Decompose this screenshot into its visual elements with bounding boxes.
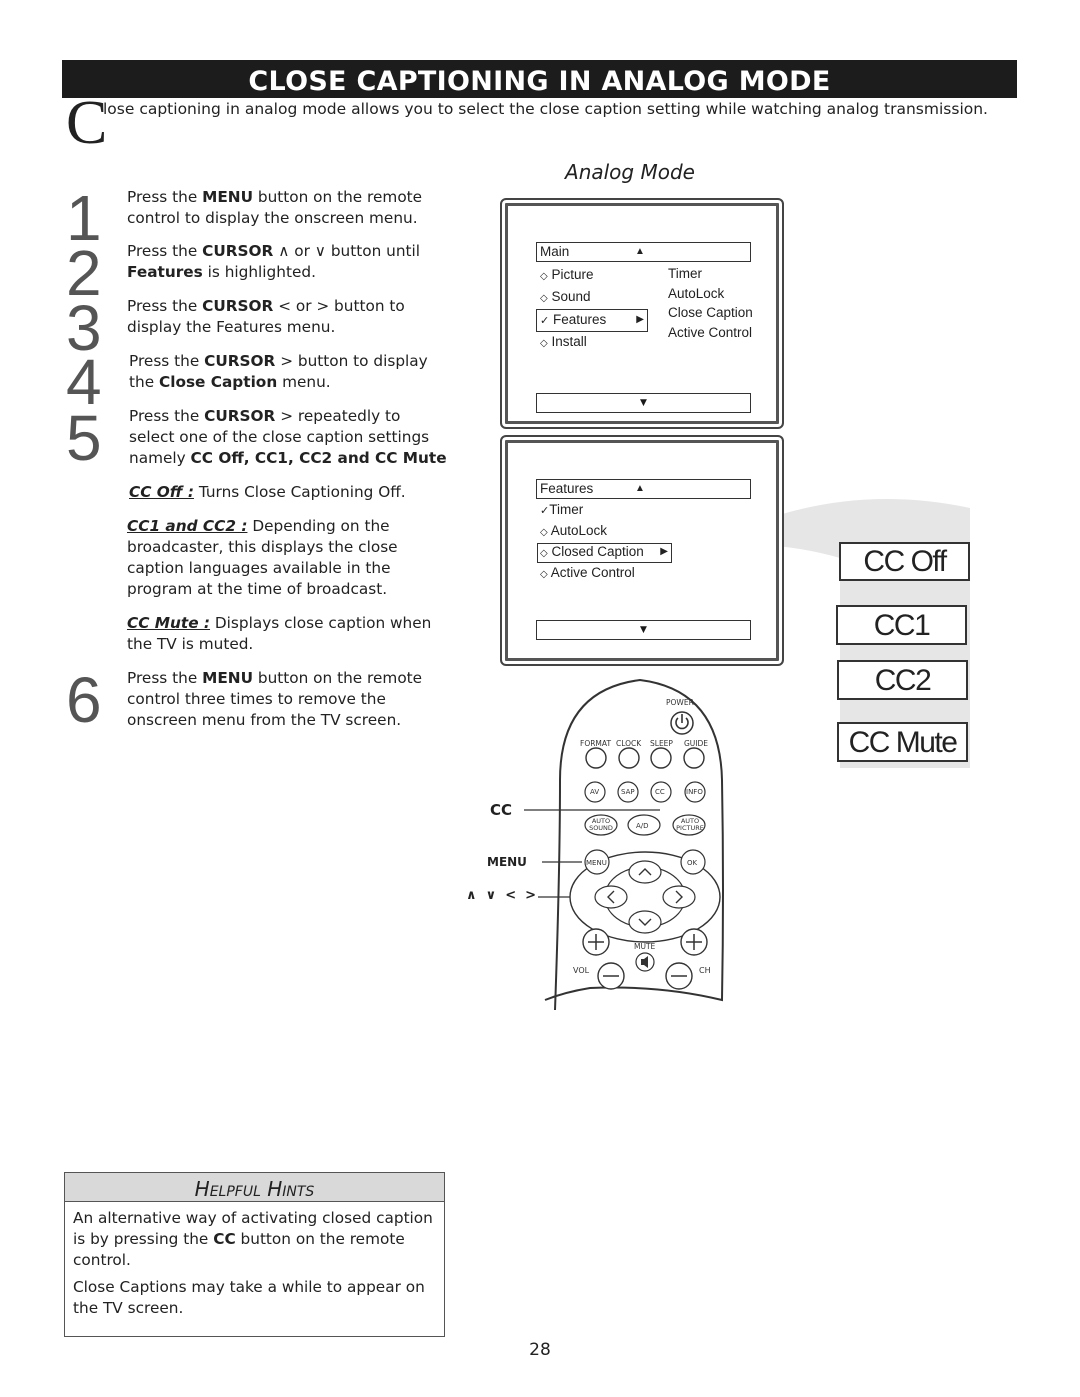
features-submenu-list: Timer AutoLock Close Caption Active Cont… — [668, 264, 778, 342]
remote-menu-button: MENU — [586, 859, 607, 867]
tv-screen-features-menu: Features ▲ ✓Timer ◇ AutoLock ◇ Closed Ca… — [500, 435, 784, 666]
step-number-5: 5 — [66, 402, 102, 474]
menu-footer-down: ▼ — [536, 620, 751, 640]
up-arrow-icon: ▲ — [635, 246, 645, 257]
up-arrow-icon: ▲ — [635, 483, 645, 494]
step-text-4: Press the CURSOR > button to display the… — [129, 352, 428, 391]
menu-item-features-highlighted: ✓ Features▶ — [536, 309, 648, 332]
step-number-2: 2 — [66, 237, 102, 309]
remote-sleep-label: SLEEP — [650, 739, 673, 748]
step-number-3: 3 — [66, 292, 102, 364]
remote-mute-label: MUTE — [634, 942, 656, 951]
cc-mute-description: CC Mute : Displays close caption when th… — [127, 614, 432, 653]
cc1-option: CC1 — [836, 605, 967, 645]
features-menu-list: ✓Timer ◇ AutoLock ◇ Closed Caption▶ ◇ Ac… — [537, 500, 680, 584]
page-title: CLOSE CAPTIONING IN ANALOG MODE — [62, 60, 1017, 98]
page-number: 28 — [529, 1340, 551, 1360]
submenu-active-control: Active Control — [668, 324, 753, 340]
step-text-1: Press the MENU button on the remote cont… — [127, 188, 423, 227]
step-text-2: Press the CURSOR ∧ or ∨ button until Fea… — [127, 242, 421, 281]
right-arrow-icon: ▶ — [636, 314, 644, 325]
features-item-autolock: ◇ AutoLock — [540, 523, 608, 539]
down-arrow-icon: ▼ — [640, 625, 647, 635]
submenu-autolock: AutoLock — [668, 285, 725, 301]
menu-header-main: Main ▲ — [536, 242, 751, 262]
callout-menu-label: MENU — [487, 855, 527, 869]
remote-sap-button: SAP — [621, 788, 635, 796]
tv-screen-main-menu: Main ▲ ◇ Picture ◇ Sound ✓ Features▶ ◇ I… — [500, 198, 784, 429]
features-item-closed-caption-highlighted: ◇ Closed Caption▶ — [537, 542, 672, 563]
right-arrow-icon: ▶ — [660, 545, 668, 557]
step-text-5: Press the CURSOR > repeatedly to select … — [129, 407, 447, 467]
analog-mode-heading: Analog Mode — [565, 160, 695, 184]
remote-auto-sound-button: AUTO SOUND — [589, 817, 613, 832]
remote-ok-button: OK — [687, 859, 698, 867]
helpful-hints-box: Helpful Hints An alternative way of acti… — [64, 1172, 445, 1337]
cc1-cc2-description: CC1 and CC2 : Depending on the broadcast… — [127, 517, 398, 598]
remote-cc-button: CC — [655, 788, 665, 796]
menu-header-features: Features ▲ — [536, 479, 751, 499]
step-text-6: Press the MENU button on the remote cont… — [127, 669, 423, 729]
remote-av-button: AV — [590, 788, 600, 796]
step-text-3: Press the CURSOR < or > button to displa… — [127, 297, 405, 336]
drop-cap: C — [66, 89, 108, 157]
remote-control-illustration — [524, 678, 724, 1011]
hint-2: Close Captions may take a while to appea… — [73, 1278, 425, 1317]
remote-power-label: POWER — [666, 698, 694, 707]
down-arrow-icon: ▼ — [640, 398, 647, 408]
step-number-4: 4 — [66, 346, 102, 418]
menu-item-sound: ◇ Sound — [540, 289, 591, 304]
remote-guide-label: GUIDE — [684, 739, 709, 748]
cc-off-option: CC Off — [839, 542, 970, 581]
step-number-6: 6 — [66, 664, 102, 736]
submenu-timer: Timer — [668, 266, 702, 281]
submenu-close-caption: Close Caption — [668, 305, 753, 320]
features-item-timer: ✓Timer — [540, 502, 584, 517]
remote-ad-button: A/D — [636, 822, 649, 830]
helpful-hints-heading: Helpful Hints — [65, 1173, 444, 1202]
remote-vol-label: VOL — [573, 966, 590, 975]
menu-item-picture: ◇ Picture — [540, 267, 594, 282]
remote-auto-picture-button: AUTO PICTURE — [676, 817, 704, 832]
cc-off-description: CC Off : Turns Close Captioning Off. — [129, 483, 406, 501]
remote-format-label: FORMAT — [580, 739, 612, 748]
menu-footer-down: ▼ — [536, 393, 751, 413]
step-number-1: 1 — [66, 182, 102, 254]
intro-text: lose captioning in analog mode allows yo… — [103, 100, 988, 118]
remote-ch-label: CH — [699, 966, 711, 975]
cc2-option: CC2 — [837, 660, 968, 700]
menu-item-install: ◇ Install — [540, 334, 587, 349]
features-item-active-control: ◇ Active Control — [540, 564, 635, 580]
hint-1: An alternative way of activating closed … — [73, 1209, 433, 1269]
callout-cc-label: CC — [490, 801, 513, 819]
remote-clock-label: CLOCK — [616, 739, 642, 748]
remote-info-button: INFO — [686, 788, 703, 796]
cc-mute-option: CC Mute — [837, 722, 968, 762]
callout-cursor-label: ∧ ∨ < > — [466, 888, 537, 903]
main-menu-list: ◇ Picture ◇ Sound ✓ Features▶ ◇ Install — [536, 265, 648, 354]
